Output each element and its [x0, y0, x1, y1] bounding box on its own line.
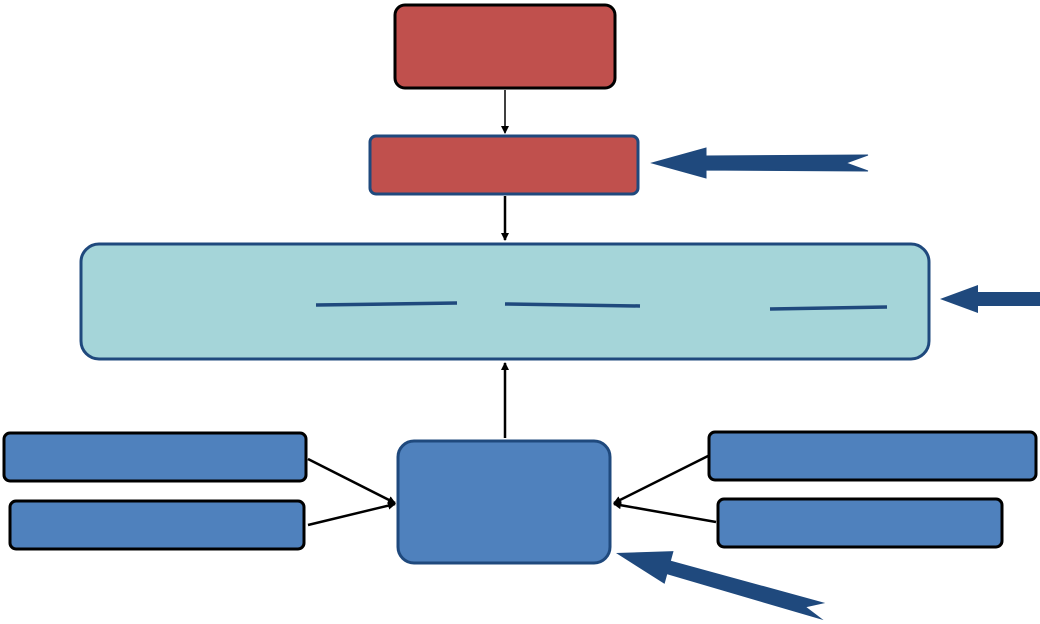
teal-underline-1 [315, 301, 458, 307]
teal-wide-box [79, 242, 931, 361]
connector-right-1 [613, 454, 709, 505]
right-blue-box-2 [716, 497, 1004, 549]
block-arrow-left-middle [940, 285, 1040, 313]
right-blue-box-1 [707, 430, 1038, 482]
second-red-box [368, 134, 640, 196]
block-arrow-diagonal-bottom [616, 551, 826, 621]
connector-left-2 [307, 501, 396, 527]
top-red-box [393, 3, 617, 90]
connector-right-2 [613, 501, 717, 524]
teal-underline-2 [504, 302, 641, 308]
left-blue-box-2 [8, 499, 306, 551]
left-blue-box-1 [2, 431, 308, 483]
teal-underline-3 [769, 305, 888, 311]
connector-left-1 [307, 457, 396, 505]
block-arrow-left-upper [650, 147, 869, 179]
center-blue-box [396, 439, 612, 565]
